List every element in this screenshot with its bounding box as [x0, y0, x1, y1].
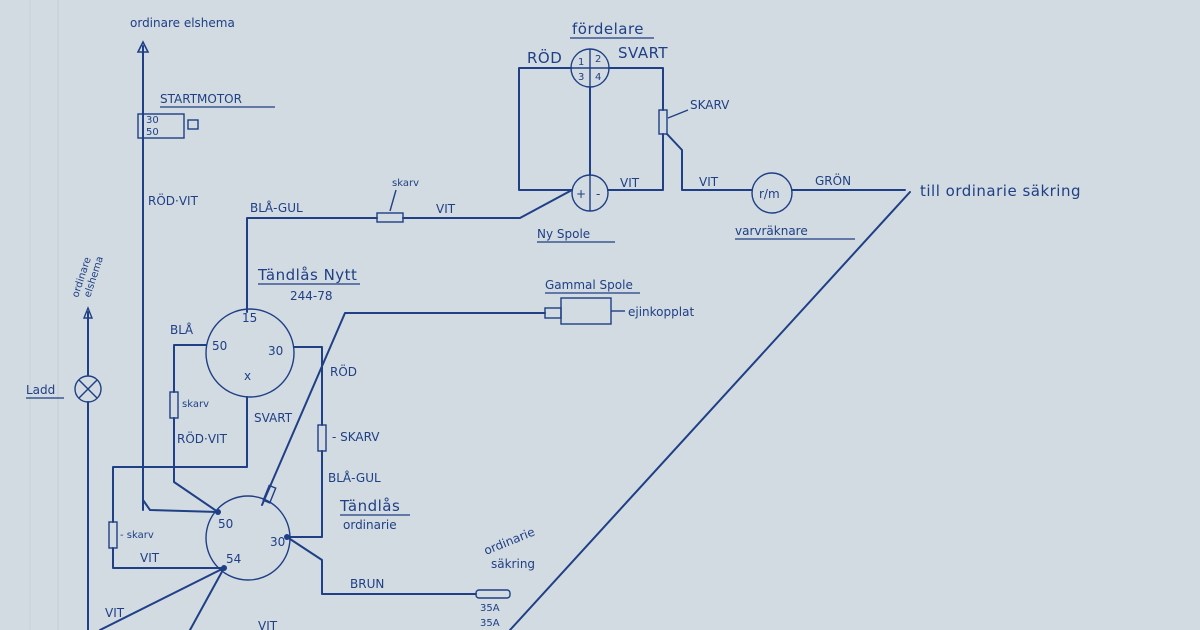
tandlas-ord-t54: 54 — [226, 552, 241, 566]
tandlas-nytt-t15: 15 — [242, 311, 257, 325]
tandlas-ord-title2: ordinarie — [343, 518, 397, 532]
wire-label-vit-spole: VIT — [620, 176, 640, 190]
wire-label-vit-bottom-left: VIT — [105, 606, 125, 620]
fordelare: fördelare 1 2 3 4 — [570, 20, 654, 88]
top-reference: ordinare elshema — [130, 16, 235, 511]
startmotor-title: STARTMOTOR — [160, 92, 242, 106]
sakring-title2: säkring — [491, 557, 535, 571]
tandlas-ord-t50: 50 — [218, 517, 233, 531]
wire-label-brun: BRUN — [350, 577, 384, 591]
tandlas-nytt-t30: 30 — [268, 344, 283, 358]
varvraknare: r/m varvräknare — [735, 172, 855, 240]
wire-label-bla-gul-top: BLÅ-GUL — [250, 200, 303, 215]
ordinarie-sakring: ordinarie säkring 35A 35A — [475, 525, 537, 629]
tandlas-nytt-t50: 50 — [212, 339, 227, 353]
wire-label-svart-top: SVART — [618, 44, 668, 62]
varvraknare-title: varvräknare — [735, 224, 808, 238]
gammal-spole: Gammal Spole ejinkopplat — [544, 278, 694, 325]
tandlas-ord-t30: 30 — [270, 535, 285, 549]
ny-spole-minus: - — [596, 187, 600, 201]
startmotor-term-50: 50 — [146, 127, 159, 138]
ny-spole: + - Ny Spole — [537, 174, 615, 243]
tandlas-nytt-tx: x — [244, 369, 251, 383]
wire-label-rod-vit-left: RÖD·VIT — [148, 192, 199, 208]
skarv-connector-right — [317, 424, 327, 452]
wire-label-skarv-low: - skarv — [120, 530, 154, 541]
wire-label-rod-vit-mid: RÖD·VIT — [177, 430, 228, 446]
skarv-connector-low — [108, 521, 118, 549]
wire-label-skarv-big: SKARV — [690, 98, 730, 112]
startmotor: STARTMOTOR 30 50 — [137, 92, 275, 139]
wire-label-rod-top: RÖD — [527, 48, 562, 67]
tandlas-nytt: Tändlås Nytt 244-78 15 50 30 x — [205, 266, 360, 398]
tandlas-nytt-subtitle: 244-78 — [290, 289, 333, 303]
wire-label-svart-mid: SVART — [254, 411, 293, 425]
tandlas-ordinarie: Tändlås ordinarie 50 54 30 — [205, 495, 410, 581]
wire-label-vit-varv: VIT — [699, 175, 719, 189]
connector-diag — [262, 484, 277, 504]
varvraknare-symbol: r/m — [759, 187, 780, 201]
skarv-connector-small — [376, 212, 404, 223]
fordelare-t1: 1 — [578, 57, 584, 68]
wire-label-gron: GRÖN — [815, 172, 851, 188]
gammal-spole-title: Gammal Spole — [545, 278, 633, 292]
wire-label-skarv-right: - SKARV — [332, 430, 380, 444]
skarv-connector-big — [658, 109, 668, 135]
tandlas-ord-title1: Tändlås — [339, 497, 400, 515]
skarv-connector-mid — [169, 391, 179, 419]
fordelare-t3: 3 — [578, 72, 584, 83]
tandlas-nytt-title: Tändlås Nytt — [257, 266, 357, 284]
wire-label-bla-gul-mid: BLÅ-GUL — [328, 470, 381, 485]
saking-reference: till ordinarie säkring — [920, 182, 1081, 200]
wire-label-vit-low: VIT — [140, 551, 160, 565]
ladd-lamp: ordinare elshema Ladd — [26, 255, 106, 630]
wire-label-vit-mid: VIT — [436, 202, 456, 216]
fordelare-t4: 4 — [595, 72, 601, 83]
wire-label-skarv-small: skarv — [392, 178, 419, 189]
startmotor-term-30: 30 — [146, 115, 159, 126]
sakring-fuse2: 35A — [480, 618, 500, 629]
gammal-spole-note: ejinkopplat — [628, 305, 694, 319]
fordelare-t2: 2 — [595, 54, 601, 65]
ny-spole-plus: + — [576, 187, 586, 201]
ladd-label: Ladd — [26, 383, 55, 397]
wire-label-rod-mid: RÖD — [330, 363, 357, 379]
wire-label-skarv-mid: skarv — [182, 399, 209, 410]
wire-label-vit-bottom: VIT — [258, 619, 278, 630]
top-ref-label: ordinare elshema — [130, 16, 235, 30]
wire-label-bla: BLÅ — [170, 322, 194, 337]
ny-spole-title: Ny Spole — [537, 227, 590, 241]
paper-margin — [29, 0, 59, 630]
fordelare-title: fördelare — [572, 20, 644, 38]
sakring-fuse1: 35A — [480, 603, 500, 614]
sakring-title1: ordinarie — [482, 525, 537, 558]
